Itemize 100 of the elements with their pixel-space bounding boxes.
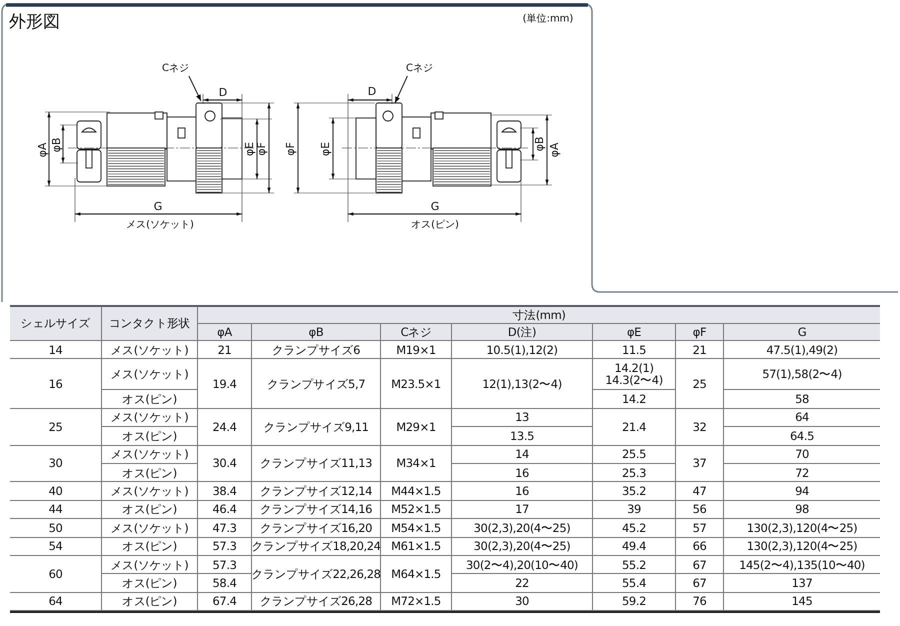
table-cell: 145 xyxy=(724,592,880,612)
leader-line xyxy=(188,76,202,102)
table-cell: 57.3 xyxy=(198,556,252,574)
table-cell: 55.4 xyxy=(593,574,676,593)
table-cell: 49.4 xyxy=(593,538,676,556)
table-cell: 24.4 xyxy=(198,408,252,446)
table-cell: 59.2 xyxy=(593,592,676,612)
table-cell: 17 xyxy=(452,500,593,520)
dimension-label: φB xyxy=(50,138,64,152)
table-cell: 21.4 xyxy=(593,408,676,446)
table-cell: メス(ソケット) xyxy=(102,482,198,501)
table-cell: オス(ピン) xyxy=(102,592,198,612)
table-header-cell: φE xyxy=(593,324,676,341)
table-cell: メス(ソケット) xyxy=(102,359,198,390)
table-header-cell: φA xyxy=(198,324,252,341)
leader-line xyxy=(394,76,408,104)
table-cell: 14 xyxy=(452,446,593,464)
table-cell: オス(ピン) xyxy=(102,538,198,556)
dimension-label: φE xyxy=(244,142,256,156)
table-cell: メス(ソケット) xyxy=(102,408,198,428)
table-cell: 37 xyxy=(676,446,724,482)
table-cell: M64×1.5 xyxy=(381,556,452,593)
table-cell: 25 xyxy=(10,408,102,446)
table-cell: 16 xyxy=(452,464,593,482)
table-cell: 35.2 xyxy=(593,482,676,501)
table-cell: 67 xyxy=(676,574,724,593)
table-cell: 47 xyxy=(676,482,724,501)
table-header-cell: φF xyxy=(676,324,724,341)
table-cell: オス(ピン) xyxy=(102,574,198,593)
table-cell: 16 xyxy=(10,359,102,409)
table-header-cell: コンタクト形状 xyxy=(102,307,198,341)
table-cell: 14.2(1) 14.3(2〜4) xyxy=(593,359,676,390)
table-cell: メス(ソケット) xyxy=(102,519,198,538)
table-cell: M61×1.5 xyxy=(381,538,452,556)
table-header-cell: D(注) xyxy=(452,324,593,341)
table-cell: 130(2,3),120(4〜25) xyxy=(724,538,880,556)
dimension-label: φA xyxy=(36,142,50,158)
dimension-label: G xyxy=(154,200,162,214)
table-cell: 45.2 xyxy=(593,519,676,538)
table-cell: 55.2 xyxy=(593,556,676,574)
table-cell: 70 xyxy=(724,446,880,464)
table-cell: 21 xyxy=(198,341,252,360)
table-cell: 30(2,3),20(4〜25) xyxy=(452,519,593,538)
table-cell: 58.4 xyxy=(198,574,252,593)
unit-note: (単位:mm) xyxy=(522,14,574,24)
table-header-cell: G xyxy=(724,324,880,341)
table-cell: 13.5 xyxy=(452,427,593,446)
table-cell: 25 xyxy=(676,359,724,409)
table-cell: M23.5×1 xyxy=(381,359,452,409)
table-cell: 46.4 xyxy=(198,500,252,520)
dimension-label: D xyxy=(368,86,376,98)
table-cell: 56 xyxy=(676,500,724,520)
table-cell: 57.3 xyxy=(198,538,252,556)
table-cell: 38.4 xyxy=(198,482,252,501)
dimension-label: G xyxy=(430,200,440,214)
dimension-label: φB xyxy=(534,136,546,152)
table-cell: オス(ピン) xyxy=(102,390,198,409)
table-cell: メス(ソケット) xyxy=(102,446,198,464)
table-cell: M72×1.5 xyxy=(381,592,452,612)
table-cell: 22 xyxy=(452,574,593,593)
table-cell: 67 xyxy=(676,556,724,574)
table-cell: オス(ピン) xyxy=(102,427,198,446)
table-cell: オス(ピン) xyxy=(102,464,198,482)
dimension-label: φF xyxy=(284,142,298,156)
table-cell: 16 xyxy=(452,482,593,501)
table-header-cell: シェルサイズ xyxy=(10,307,102,341)
table-cell: 76 xyxy=(676,592,724,612)
table-cell: 19.4 xyxy=(198,359,252,409)
table-cell: 67.4 xyxy=(198,592,252,612)
table-cell: M19×1 xyxy=(381,341,452,360)
table-cell: 13 xyxy=(452,408,593,428)
table-header-cell: 寸法(mm) xyxy=(198,307,880,324)
table-cell: 21 xyxy=(676,341,724,360)
table-header-cell: φB xyxy=(252,324,381,341)
table-cell: クランプサイズ16,20 xyxy=(252,519,381,538)
table-cell: 25.3 xyxy=(593,464,676,482)
table-cell: M52×1.5 xyxy=(381,500,452,520)
table-cell: オス(ピン) xyxy=(102,500,198,520)
view-caption: メス(ソケット) xyxy=(126,220,194,230)
table-cell: M34×1 xyxy=(381,446,452,482)
table-cell: 47.3 xyxy=(198,519,252,538)
table-cell: クランプサイズ5,7 xyxy=(252,359,381,409)
table-cell: 32 xyxy=(676,408,724,446)
table-cell: 14.2 xyxy=(593,390,676,409)
dimension-label: D xyxy=(218,86,228,100)
table-cell: M54×1.5 xyxy=(381,519,452,538)
table-cell: 11.5 xyxy=(593,341,676,360)
table-cell: 25.5 xyxy=(593,446,676,464)
table-cell: M29×1 xyxy=(381,408,452,446)
callout-label: Cネジ xyxy=(160,62,191,76)
dimension-label: φF xyxy=(256,142,268,156)
table-cell: クランプサイズ26,28 xyxy=(252,592,381,612)
table-cell: 57 xyxy=(676,519,724,538)
table-cell: 54 xyxy=(10,538,102,556)
table-cell: 10.5(1),12(2) xyxy=(452,341,593,360)
table-cell: クランプサイズ22,26,28 xyxy=(252,556,381,593)
table-cell: クランプサイズ18,20,24 xyxy=(252,538,381,556)
table-cell: 44 xyxy=(10,500,102,520)
table-cell: 12(1),13(2〜4) xyxy=(452,359,593,409)
table-cell: 30 xyxy=(452,592,593,612)
